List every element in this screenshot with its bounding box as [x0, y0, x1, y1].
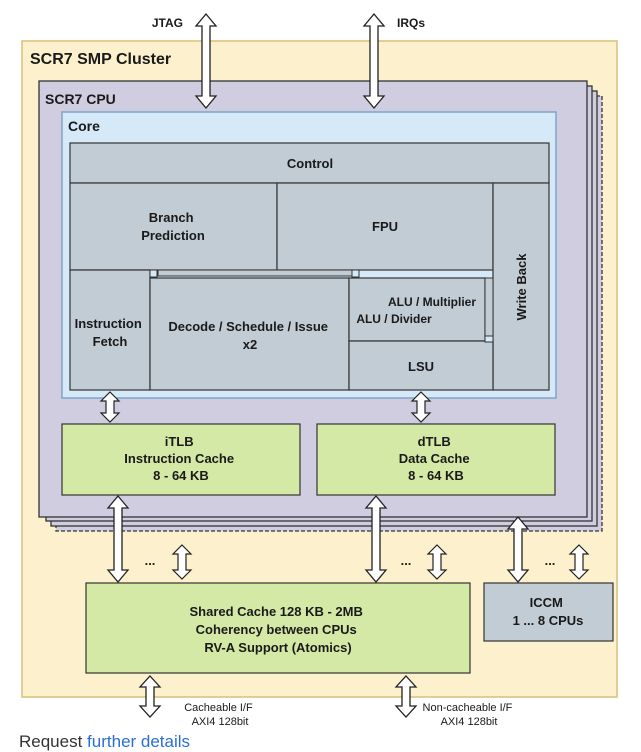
noncacheable-if-arrow: [394, 675, 418, 718]
other-cpu-arrow: [568, 544, 590, 580]
further-details-link[interactable]: further details: [87, 732, 191, 751]
shared-cache-block: [85, 582, 471, 674]
irqs-arrow: [362, 12, 386, 110]
itlb-shared-arrow: [106, 494, 130, 584]
core-dtlb-arrow: [410, 391, 432, 423]
bypass-node: [484, 335, 494, 343]
fpu-block: [276, 182, 494, 271]
bypass-bar: [484, 277, 494, 337]
instruction-fetch-block: [69, 269, 151, 391]
cacheable-if-label: Cacheable I/F AXI4 128bit: [184, 702, 256, 728]
cacheable-if-arrow: [138, 675, 162, 718]
branch-prediction-label: Branch Prediction: [141, 210, 205, 243]
bypass-bar: [157, 269, 358, 277]
decode-block: [149, 277, 350, 391]
control-label: Control: [287, 156, 333, 171]
alu-divider-label: ALU / Divider: [356, 312, 432, 326]
dtlb-shared-arrow: [364, 494, 388, 584]
ellipsis-2: ...: [401, 553, 412, 568]
fpu-label: FPU: [372, 219, 398, 234]
shared-cache-label: Shared Cache 128 KB - 2MB Coherency betw…: [189, 604, 366, 655]
write-back-label: Write Back: [514, 253, 529, 321]
dtlb-label: dTLB Data Cache 8 - 64 KB: [399, 434, 473, 483]
itlb-label: iTLB Instruction Cache 8 - 64 KB: [124, 434, 237, 483]
iccm-label: ICCM 1 ... 8 CPUs: [513, 595, 584, 628]
footer-prefix: Request: [19, 732, 88, 751]
cpu-iccm-arrow: [506, 515, 530, 584]
lsu-label: LSU: [408, 359, 434, 374]
core-itlb-arrow: [99, 391, 121, 423]
branch-prediction-block: [69, 182, 278, 271]
core-title: Core: [68, 118, 100, 134]
jtag-arrow: [194, 12, 218, 110]
decode-label: Decode / Schedule / Issue x2: [168, 319, 331, 352]
bypass-node: [351, 269, 360, 278]
cpu-title: SCR7 CPU: [45, 91, 116, 107]
bypass-node: [149, 269, 158, 278]
lsu-block: [348, 340, 494, 391]
control-block: [69, 142, 550, 184]
ellipsis-3: ...: [545, 553, 556, 568]
instruction-fetch-label: Instruction Fetch: [75, 316, 146, 349]
write-back-block: [492, 182, 550, 391]
other-cpu-arrow: [426, 544, 448, 580]
cluster-title: SCR7 SMP Cluster: [30, 51, 171, 68]
noncacheable-if-label: Non-cacheable I/F AXI4 128bit: [423, 702, 516, 728]
alu-multiplier-label: ALU / Multiplier: [388, 295, 476, 309]
itlb-block: [61, 423, 301, 496]
footer-text: Request further details: [19, 732, 190, 752]
ellipsis-1: ...: [145, 553, 156, 568]
dtlb-block: [316, 423, 556, 496]
iccm-block: [483, 582, 614, 642]
jtag-label: JTAG: [152, 16, 183, 30]
irqs-label: IRQs: [397, 16, 425, 30]
other-cpu-arrow: [171, 544, 193, 580]
alu-block: [348, 277, 486, 342]
